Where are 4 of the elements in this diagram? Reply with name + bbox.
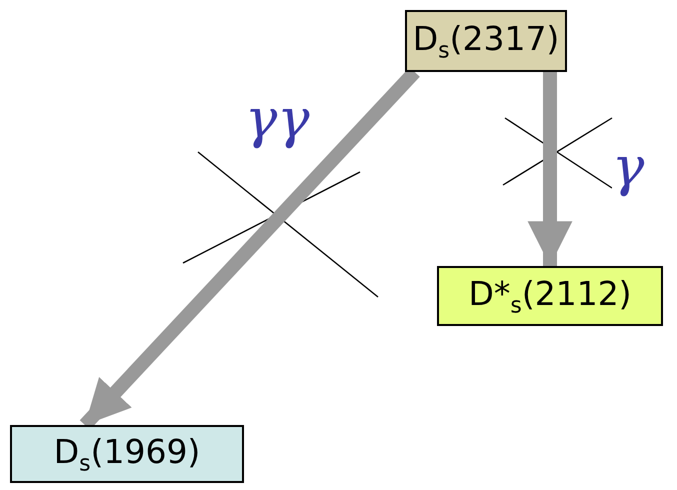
particle-state-box: D$_{s}$(1969) xyxy=(10,425,244,483)
particle-state-box: D*$_{s}$(2112) xyxy=(437,266,663,326)
particle-state-box: D$_{s}$(2317) xyxy=(405,10,567,72)
arrow xyxy=(528,72,572,266)
